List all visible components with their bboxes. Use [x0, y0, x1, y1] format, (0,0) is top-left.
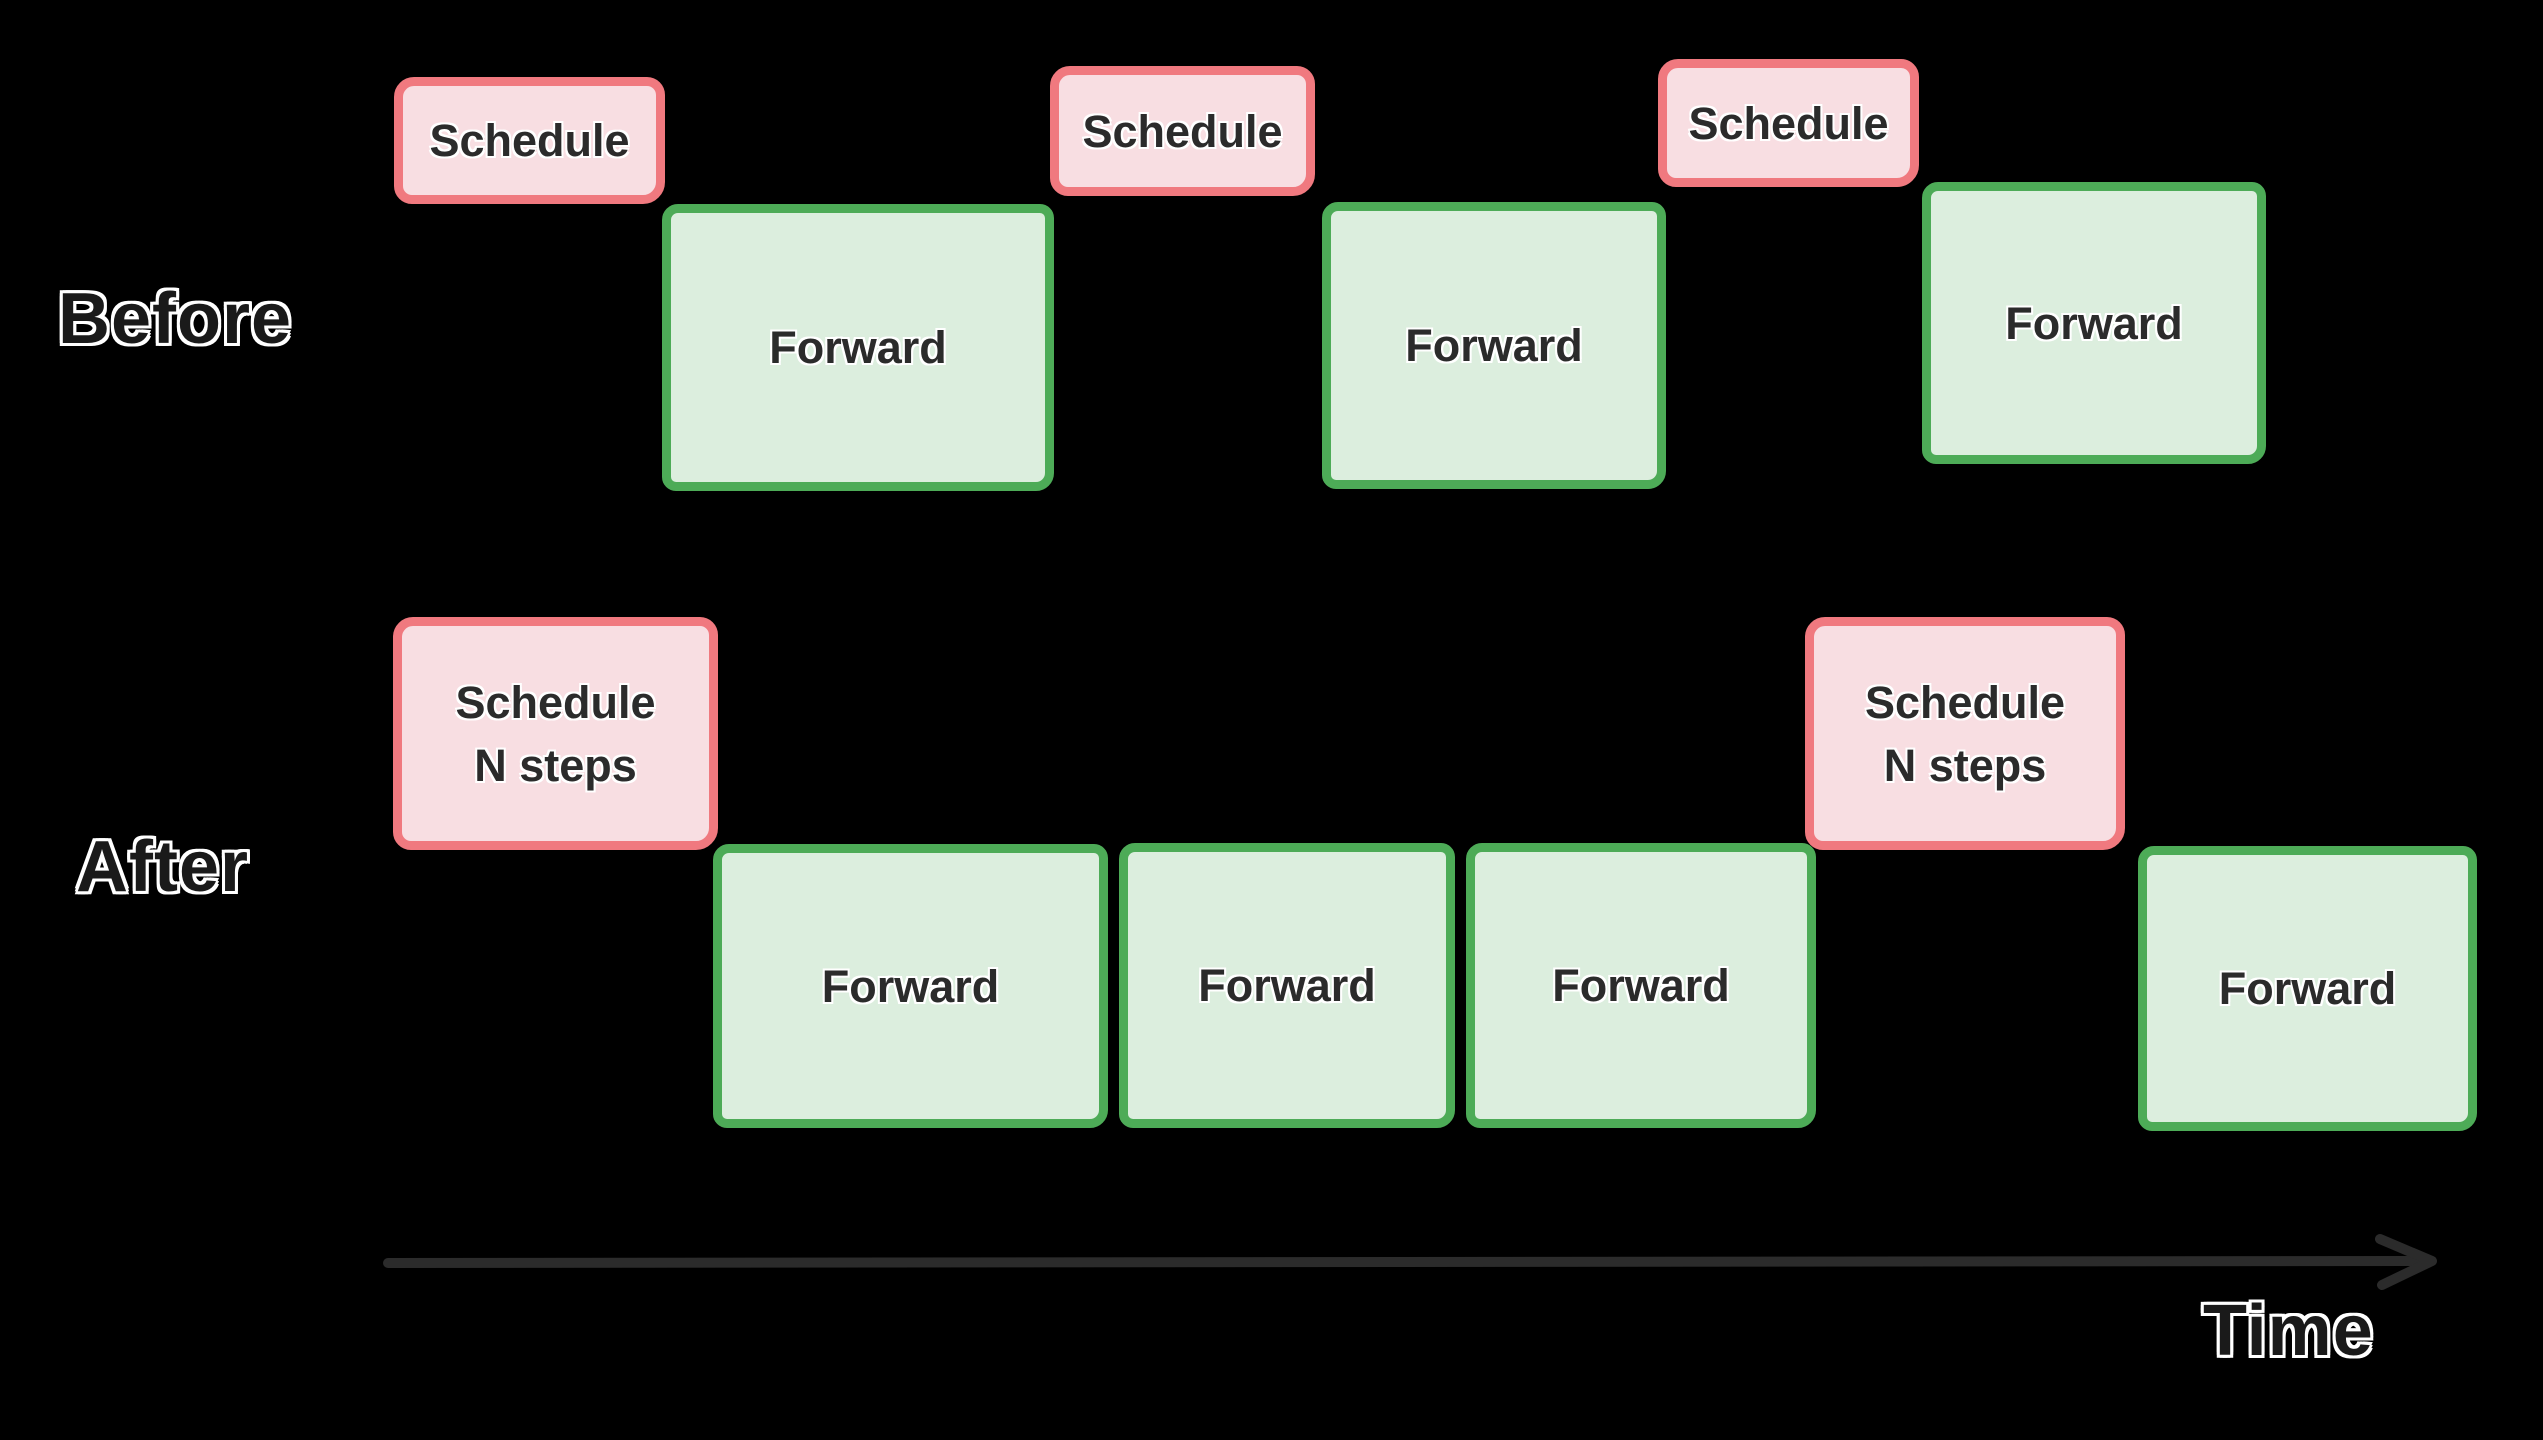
after-label: After [76, 827, 250, 907]
forward-box-label: Forward [2218, 963, 2397, 1014]
forward-box-label: Forward [2005, 297, 2183, 349]
schedule-n-steps-box: Schedule N steps [1805, 617, 2125, 850]
forward-box-label: Forward [821, 960, 1000, 1012]
forward-box-label: Forward [1552, 960, 1730, 1011]
forward-box: Forward [1922, 182, 2266, 464]
forward-box: Forward [1466, 843, 1816, 1128]
forward-box: Forward [713, 844, 1108, 1128]
forward-box: Forward [2138, 846, 2477, 1131]
schedule-box: Schedule [394, 77, 665, 204]
schedule-box-label: Schedule [1082, 105, 1283, 157]
forward-box: Forward [1322, 202, 1666, 489]
before-label: Before [58, 279, 293, 359]
time-axis-label: Time [2203, 1291, 2374, 1371]
schedule-n-steps-label: Schedule N steps [455, 676, 656, 791]
time-arrow-icon [383, 1234, 2437, 1290]
schedule-n-steps-label: Schedule N steps [1864, 676, 2066, 791]
forward-box: Forward [1119, 843, 1455, 1128]
forward-box-label: Forward [1198, 960, 1376, 1011]
schedule-box-label: Schedule [429, 115, 630, 166]
schedule-n-steps-box: Schedule N steps [393, 617, 718, 850]
schedule-box: Schedule [1050, 66, 1315, 196]
schedule-box: Schedule [1658, 59, 1919, 187]
forward-box: Forward [662, 204, 1054, 491]
schedule-box-label: Schedule [1688, 97, 1889, 149]
forward-box-label: Forward [1405, 320, 1583, 371]
forward-box-label: Forward [769, 322, 947, 373]
